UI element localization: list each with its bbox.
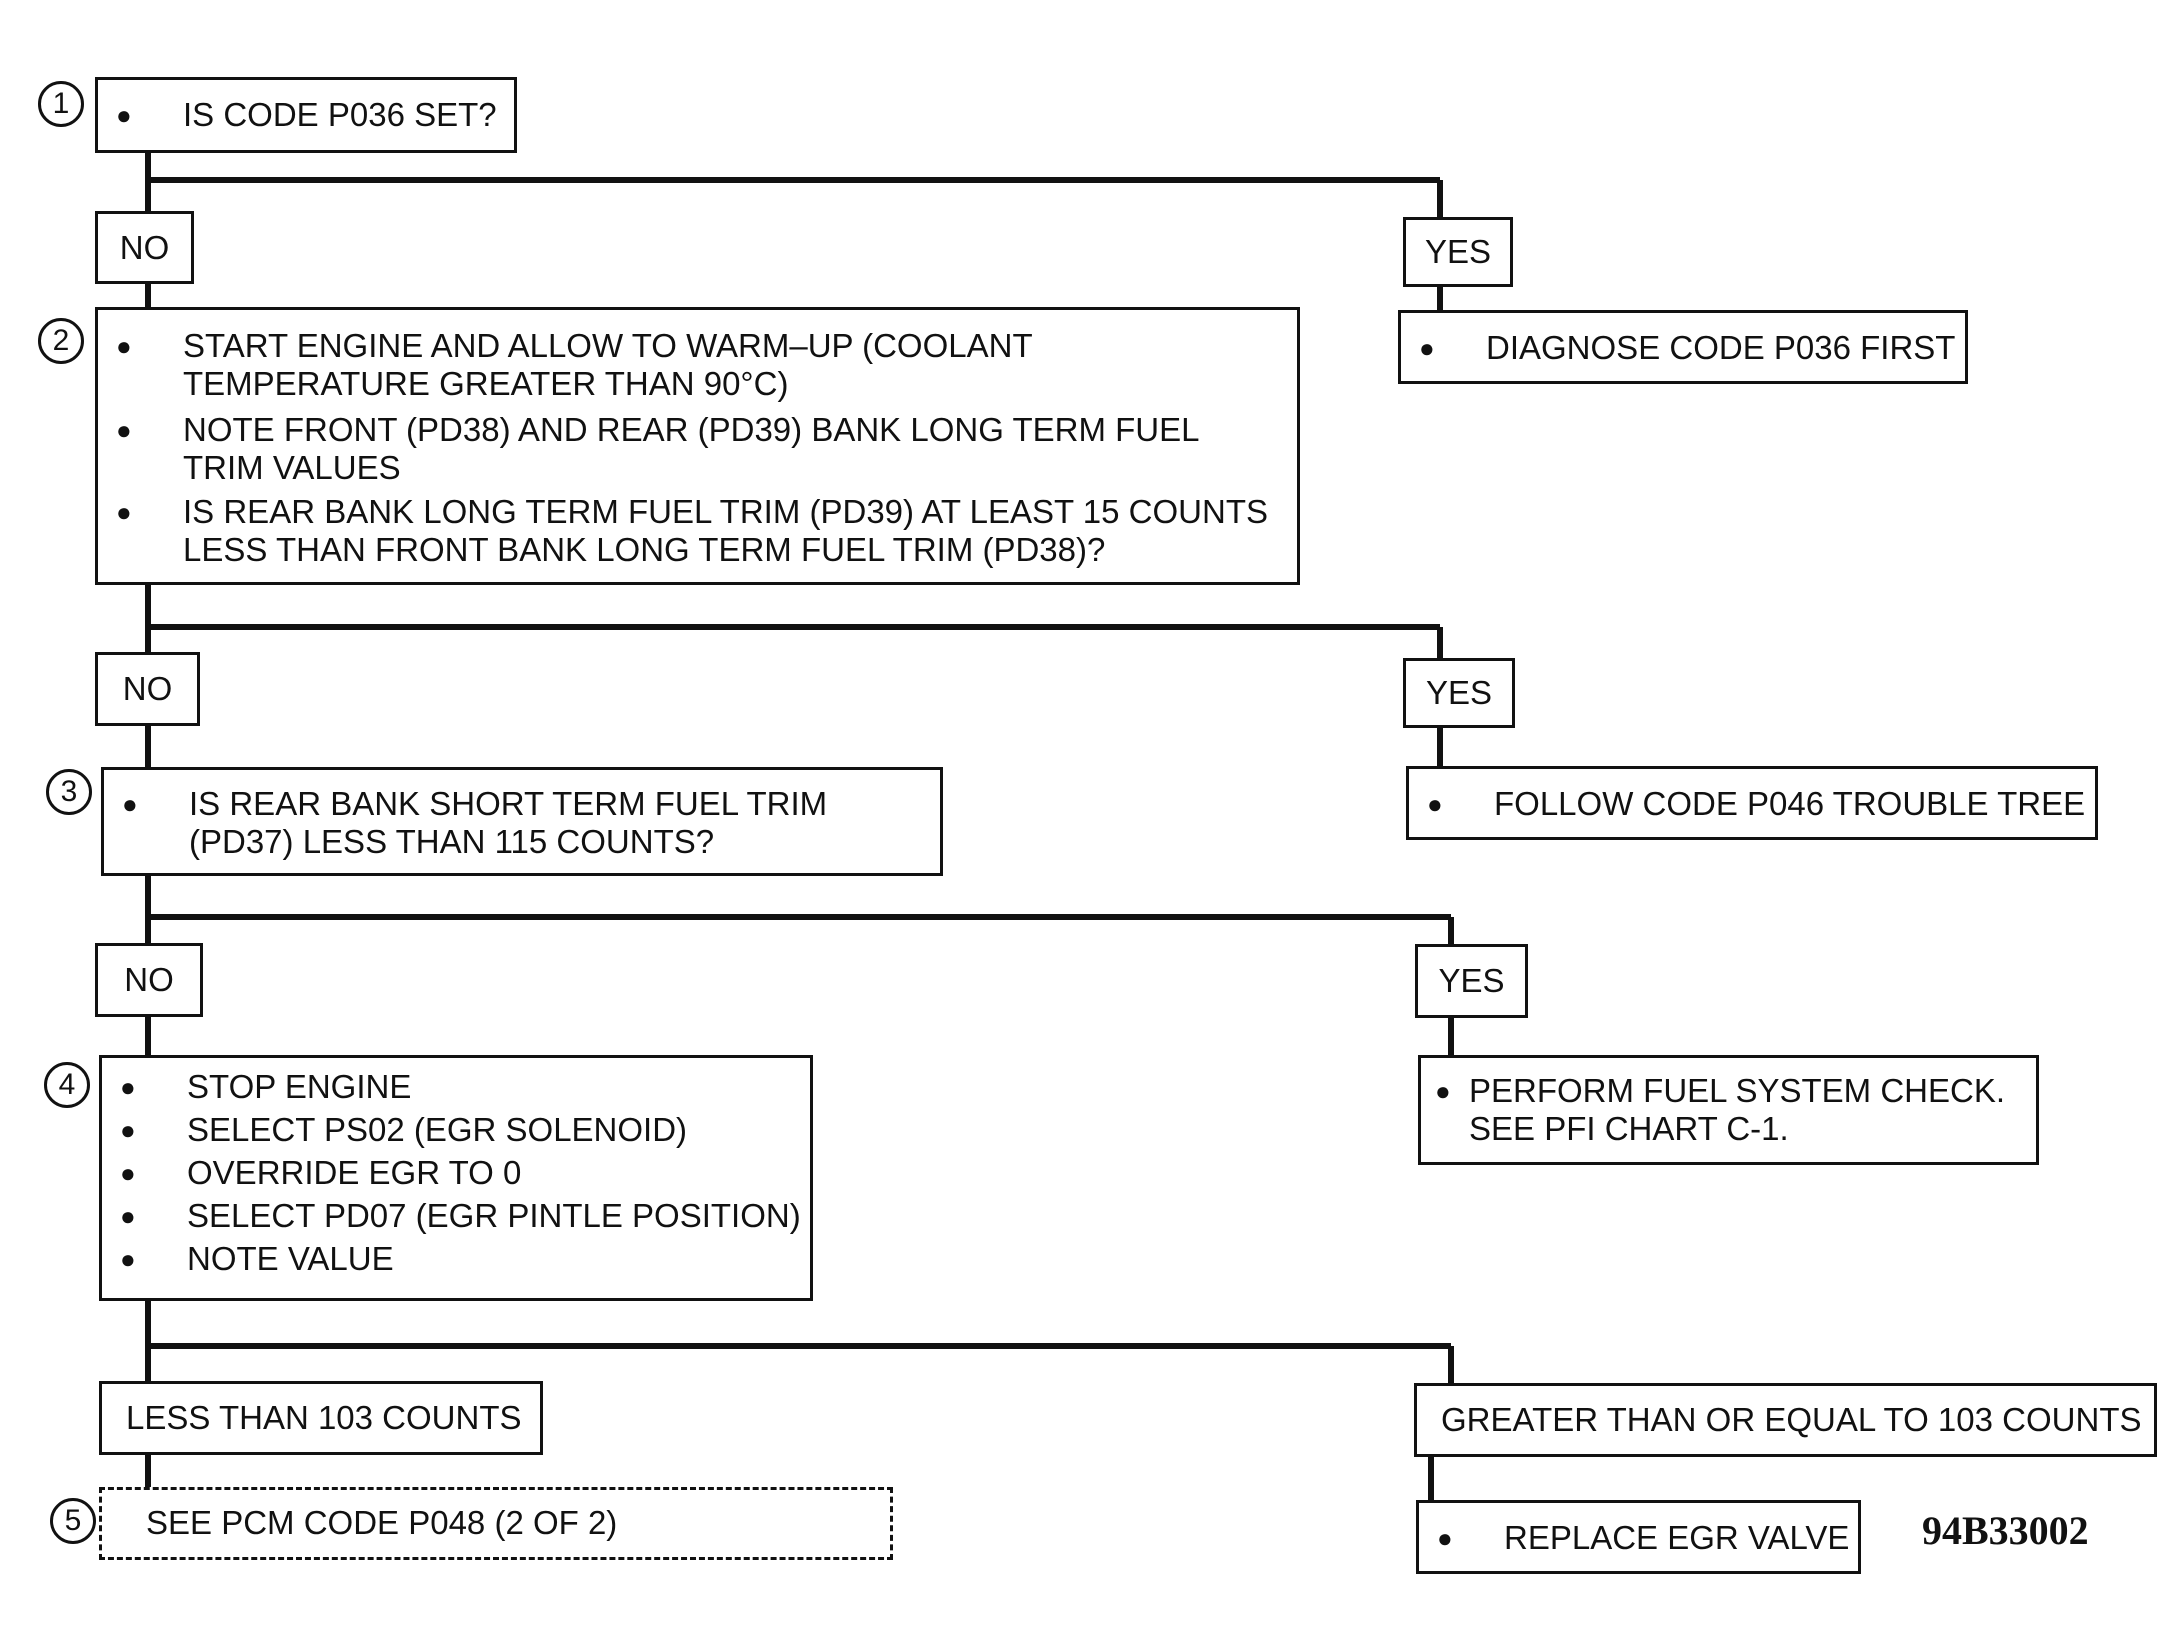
branch-1-yes-label: YES [1403, 217, 1513, 287]
branch-1-no-label: NO [95, 211, 194, 284]
step-3-list: IS REAR BANK SHORT TERM FUEL TRIM (PD37)… [104, 785, 940, 861]
step-2-item-2: NOTE FRONT (PD38) AND REAR (PD39) BANK L… [98, 411, 1287, 487]
step-number-4: 4 [44, 1062, 90, 1108]
step-4-item-1: STOP ENGINE [102, 1068, 810, 1106]
result-3-list: PERFORM FUEL SYSTEM CHECK. SEE PFI CHART… [1421, 1072, 2036, 1148]
result-3-box: PERFORM FUEL SYSTEM CHECK. SEE PFI CHART… [1418, 1055, 2039, 1165]
step-3-item: IS REAR BANK SHORT TERM FUEL TRIM (PD37)… [104, 785, 940, 861]
step-2-item-3: IS REAR BANK LONG TERM FUEL TRIM (PD39) … [98, 493, 1287, 569]
branch-3-no-label: NO [95, 943, 203, 1017]
result-2-box: FOLLOW CODE P046 TROUBLE TREE [1406, 766, 2098, 840]
step-4-item-4: SELECT PD07 (EGR PINTLE POSITION) [102, 1197, 810, 1235]
branch-3-yes-label: YES [1415, 944, 1528, 1018]
result-4-item: REPLACE EGR VALVE [1419, 1519, 1858, 1557]
branch-2-no-label: NO [95, 652, 200, 726]
branch-4-right-label: GREATER THAN OR EQUAL TO 103 COUNTS [1414, 1383, 2157, 1457]
step-4-item-2: SELECT PS02 (EGR SOLENOID) [102, 1111, 810, 1149]
step-4-item-5: NOTE VALUE [102, 1240, 810, 1278]
step-3-box: IS REAR BANK SHORT TERM FUEL TRIM (PD37)… [101, 767, 943, 876]
result-4-box: REPLACE EGR VALVE [1416, 1500, 1861, 1574]
step-2-item-1: START ENGINE AND ALLOW TO WARM–UP (COOLA… [98, 327, 1287, 403]
result-1-item: DIAGNOSE CODE P036 FIRST [1401, 329, 1965, 367]
step-1-item: IS CODE P036 SET? [98, 96, 514, 134]
result-1-box: DIAGNOSE CODE P036 FIRST [1398, 310, 1968, 384]
step-2-list: START ENGINE AND ALLOW TO WARM–UP (COOLA… [98, 327, 1287, 569]
step-1-box: IS CODE P036 SET? [95, 77, 517, 153]
result-4-list: REPLACE EGR VALVE [1419, 1519, 1858, 1557]
step-4-list: STOP ENGINE SELECT PS02 (EGR SOLENOID) O… [102, 1068, 810, 1278]
branch-2-yes-label: YES [1403, 658, 1515, 728]
step-number-3: 3 [46, 769, 92, 815]
step-number-1: 1 [38, 81, 84, 127]
result-3-item: PERFORM FUEL SYSTEM CHECK. SEE PFI CHART… [1421, 1072, 2036, 1148]
step-4-box: STOP ENGINE SELECT PS02 (EGR SOLENOID) O… [99, 1055, 813, 1301]
step-2-box: START ENGINE AND ALLOW TO WARM–UP (COOLA… [95, 307, 1300, 585]
step-number-2: 2 [38, 318, 84, 364]
result-2-list: FOLLOW CODE P046 TROUBLE TREE [1409, 785, 2095, 823]
step-number-5: 5 [50, 1498, 96, 1544]
step-4-item-3: OVERRIDE EGR TO 0 [102, 1154, 810, 1192]
result-2-item: FOLLOW CODE P046 TROUBLE TREE [1409, 785, 2095, 823]
figure-code: 94B33002 [1922, 1508, 2089, 1553]
step-5-box: SEE PCM CODE P048 (2 OF 2) [99, 1487, 893, 1560]
step-5-text: SEE PCM CODE P048 (2 OF 2) [146, 1504, 618, 1541]
result-1-list: DIAGNOSE CODE P036 FIRST [1401, 329, 1965, 367]
step-1-list: IS CODE P036 SET? [98, 96, 514, 134]
branch-4-left-label: LESS THAN 103 COUNTS [99, 1381, 543, 1455]
